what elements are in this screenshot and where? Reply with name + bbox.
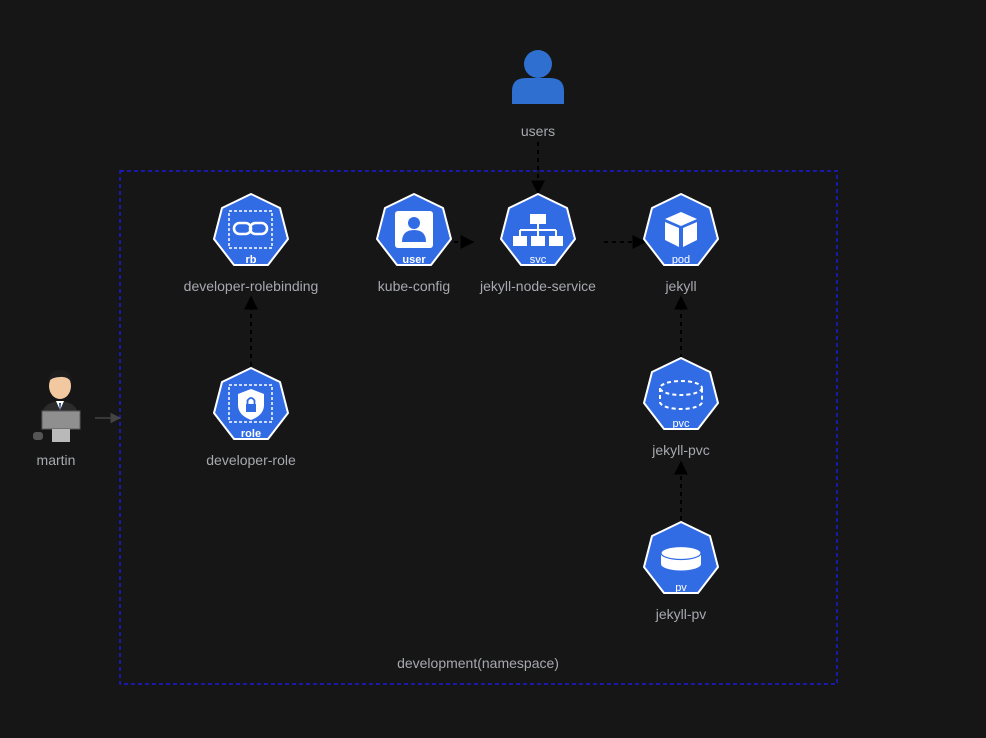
role-node[interactable]: role developer-role [206, 367, 296, 468]
pv-label: jekyll-pv [655, 606, 707, 622]
rolebinding-node[interactable]: rb developer-rolebinding [184, 193, 319, 294]
network-tree-icon [513, 214, 563, 246]
pvc-label: jekyll-pvc [651, 442, 710, 458]
person-icon [512, 50, 564, 104]
cylinder-icon [660, 545, 702, 571]
namespace-label: development(namespace) [397, 655, 559, 671]
namespace-boundary: development(namespace) [119, 170, 838, 685]
rolebinding-label: developer-rolebinding [184, 278, 319, 294]
service-label: jekyll-node-service [479, 278, 596, 294]
pvc-node[interactable]: pvc jekyll-pvc [643, 357, 719, 458]
pvc-badge: pvc [672, 418, 690, 430]
pv-node[interactable]: pv jekyll-pv [643, 521, 719, 622]
link-icon [228, 210, 273, 249]
shield-lock-icon [228, 384, 273, 423]
martin-node[interactable]: martin [33, 370, 81, 468]
cube-icon [665, 212, 697, 247]
kubeconfig-badge: user [402, 254, 426, 266]
dashed-cylinder-icon [659, 380, 703, 410]
developer-laptop-icon [33, 370, 81, 442]
service-badge: svc [530, 254, 547, 266]
pod-label: jekyll [664, 278, 696, 294]
user-card-icon [395, 211, 433, 248]
pv-badge: pv [675, 582, 687, 594]
role-label: developer-role [206, 452, 296, 468]
pod-node[interactable]: pod jekyll [643, 193, 719, 294]
kubeconfig-label: kube-config [378, 278, 450, 294]
pod-badge: pod [672, 254, 690, 266]
role-badge: role [241, 428, 261, 440]
martin-label: martin [37, 452, 76, 468]
users-label: users [521, 123, 555, 139]
rolebinding-badge: rb [246, 254, 257, 266]
service-node[interactable]: svc jekyll-node-service [479, 193, 596, 294]
connections [95, 142, 688, 520]
kubeconfig-node[interactable]: user kube-config [376, 193, 452, 294]
users-node[interactable]: users [512, 50, 564, 139]
